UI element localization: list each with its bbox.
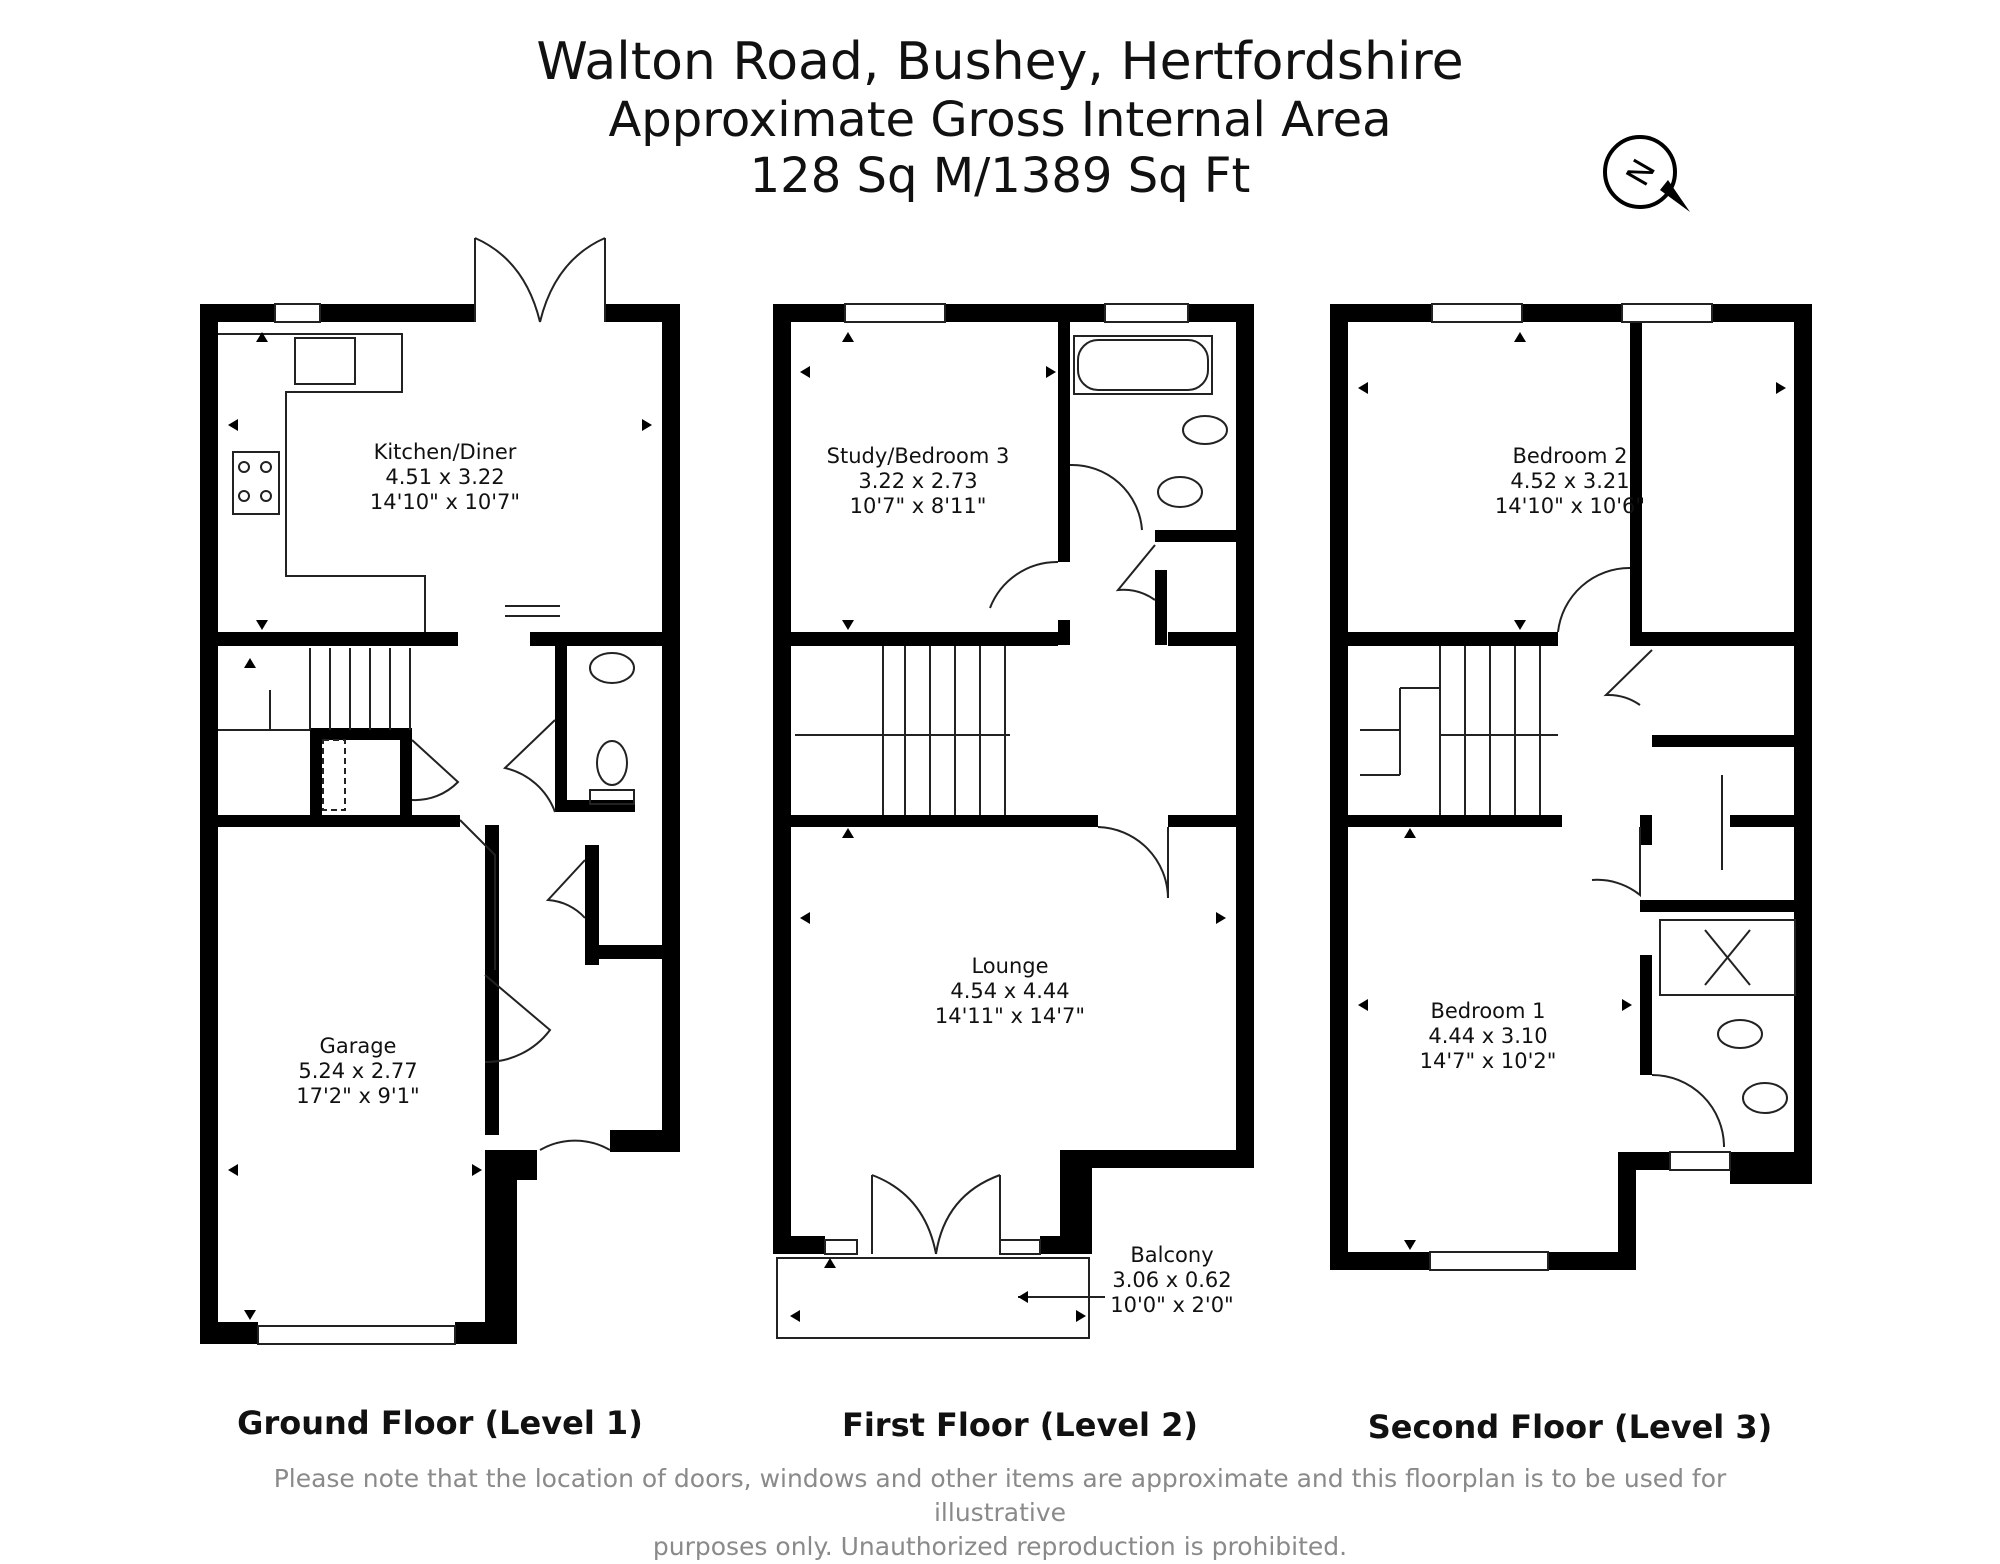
room-label-balcony: Balcony 3.06 x 0.62 10'0" x 2'0"	[1110, 1243, 1233, 1317]
second-floor-details	[1360, 303, 1796, 1271]
floor-label-first: First Floor (Level 2)	[841, 1406, 1199, 1444]
room-label-bedroom2: Bedroom 2 4.52 x 3.21 14'10" x 10'6"	[1495, 444, 1645, 518]
second-floor-plan	[1330, 304, 1812, 1270]
ground-floor-details	[218, 237, 635, 1345]
svg-text:Kitchen/Diner: Kitchen/Diner	[374, 440, 517, 464]
svg-text:Bedroom 2: Bedroom 2	[1512, 444, 1627, 468]
floor-label-ground: Ground Floor (Level 1)	[237, 1404, 643, 1442]
room-label-study: Study/Bedroom 3 3.22 x 2.73 10'7" x 8'11…	[827, 444, 1010, 518]
floor-label-second: Second Floor (Level 3)	[1367, 1408, 1773, 1446]
disclaimer: Please note that the location of doors, …	[220, 1462, 1780, 1564]
north-arrow-icon: N	[1603, 135, 1690, 212]
svg-text:4.54 x 4.44: 4.54 x 4.44	[950, 979, 1069, 1003]
area-title: Approximate Gross Internal Area	[608, 92, 1392, 148]
first-floor-details	[776, 303, 1228, 1339]
svg-text:17'2" x 9'1": 17'2" x 9'1"	[296, 1084, 419, 1108]
svg-text:14'7" x 10'2": 14'7" x 10'2"	[1420, 1049, 1557, 1073]
room-label-lounge: Lounge 4.54 x 4.44 14'11" x 14'7"	[935, 954, 1085, 1028]
dimension-markers	[228, 332, 1786, 1322]
svg-text:14'10" x 10'6": 14'10" x 10'6"	[1495, 494, 1645, 518]
svg-text:4.44 x 3.10: 4.44 x 3.10	[1428, 1024, 1547, 1048]
area-value: 128 Sq M/1389 Sq Ft	[749, 148, 1251, 204]
svg-text:4.52 x 3.21: 4.52 x 3.21	[1510, 469, 1629, 493]
room-label-bedroom1: Bedroom 1 4.44 x 3.10 14'7" x 10'2"	[1420, 999, 1557, 1073]
room-label-garage: Garage 5.24 x 2.77 17'2" x 9'1"	[296, 1034, 419, 1108]
svg-text:Garage: Garage	[320, 1034, 397, 1058]
svg-text:3.06 x 0.62: 3.06 x 0.62	[1112, 1268, 1231, 1292]
svg-text:14'11" x 14'7": 14'11" x 14'7"	[935, 1004, 1085, 1028]
svg-text:Study/Bedroom 3: Study/Bedroom 3	[827, 444, 1010, 468]
ground-floor-plan	[200, 304, 680, 1344]
svg-text:3.22 x 2.73: 3.22 x 2.73	[858, 469, 977, 493]
svg-text:Bedroom 1: Bedroom 1	[1430, 999, 1545, 1023]
first-floor-plan	[773, 304, 1254, 1254]
north-letter: N	[1618, 153, 1663, 193]
disclaimer-line-2: purposes only. Unauthorized reproduction…	[652, 1532, 1348, 1561]
svg-text:10'0" x 2'0": 10'0" x 2'0"	[1110, 1293, 1233, 1317]
svg-text:Lounge: Lounge	[971, 954, 1048, 978]
svg-text:4.51 x 3.22: 4.51 x 3.22	[385, 465, 504, 489]
svg-text:Balcony: Balcony	[1130, 1243, 1213, 1267]
room-label-kitchen: Kitchen/Diner 4.51 x 3.22 14'10" x 10'7"	[370, 440, 520, 514]
svg-text:10'7" x 8'11": 10'7" x 8'11"	[850, 494, 987, 518]
svg-text:14'10" x 10'7": 14'10" x 10'7"	[370, 490, 520, 514]
address-title: Walton Road, Bushey, Hertfordshire	[536, 32, 1464, 92]
svg-text:5.24 x 2.77: 5.24 x 2.77	[298, 1059, 417, 1083]
disclaimer-line-1: Please note that the location of doors, …	[273, 1464, 1727, 1527]
